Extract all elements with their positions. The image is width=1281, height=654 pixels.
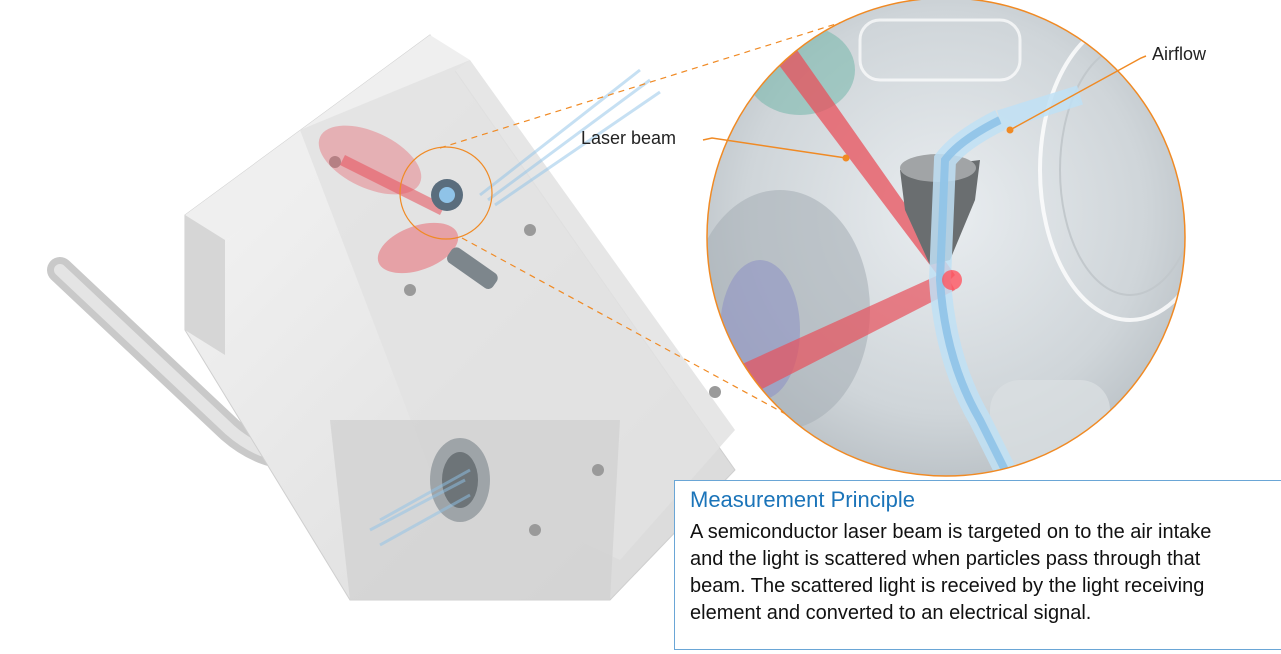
principle-line: element and converted to an electrical s… xyxy=(690,602,1092,624)
laser-beam-incoming xyxy=(760,40,955,285)
principle-line: A semiconductor laser beam is targeted o… xyxy=(690,521,1212,543)
callout-leaders xyxy=(702,55,1147,162)
principle-line: and the light is scattered when particle… xyxy=(690,548,1201,570)
airflow-label: Airflow xyxy=(1152,44,1207,64)
principle-title: Measurement Principle xyxy=(690,487,915,512)
laser-module xyxy=(318,125,498,289)
zoom-detail-circle xyxy=(706,0,1186,477)
detail-source-circle xyxy=(399,146,493,240)
laser-beam-scattered xyxy=(740,272,955,390)
laser-beam-label: Laser beam xyxy=(581,128,677,148)
principle-line: beam. The scattered light is received by… xyxy=(690,575,1205,597)
airflow-streaks xyxy=(369,68,661,547)
measurement-principle-box: Measurement Principle A semiconductor la… xyxy=(674,480,1281,650)
principle-description: A semiconductor laser beam is targeted o… xyxy=(690,519,1281,627)
zoom-projection-lines xyxy=(439,17,856,437)
scatter-point xyxy=(942,270,962,290)
sensor-housing xyxy=(184,34,736,601)
